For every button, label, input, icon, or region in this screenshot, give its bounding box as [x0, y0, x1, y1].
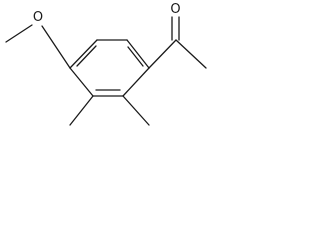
bond-ring-methoxy-oxygen: [41, 25, 71, 69]
bond-carbonyl-methyl: [175, 39, 207, 69]
bond-ring-methyl-bottom-left: [69, 95, 94, 126]
methoxy-oxygen-label: O: [33, 10, 43, 25]
ring-bond-c5-c6: [69, 39, 98, 69]
ring-bond-c2-c3: [122, 67, 150, 97]
methyl-substituents: [69, 95, 150, 126]
bond-ring-carbonyl: [148, 39, 177, 69]
methoxy-group: O: [5, 10, 71, 69]
chemical-structure: O O: [5, 2, 207, 126]
carbonyl-oxygen-label: O: [170, 2, 180, 17]
benzene-ring: [69, 39, 150, 97]
ring-double-bond-c5-c6: [76, 45, 97, 67]
acetyl-group: O: [148, 2, 207, 69]
ring-double-bond-c1-c2: [127, 46, 144, 67]
bond-ring-methyl-bottom-right: [122, 95, 150, 126]
bond-methoxy-oxygen-methyl: [5, 24, 33, 43]
ring-bond-c1-c2: [126, 39, 150, 69]
ring-bond-c4-c5: [69, 67, 94, 97]
